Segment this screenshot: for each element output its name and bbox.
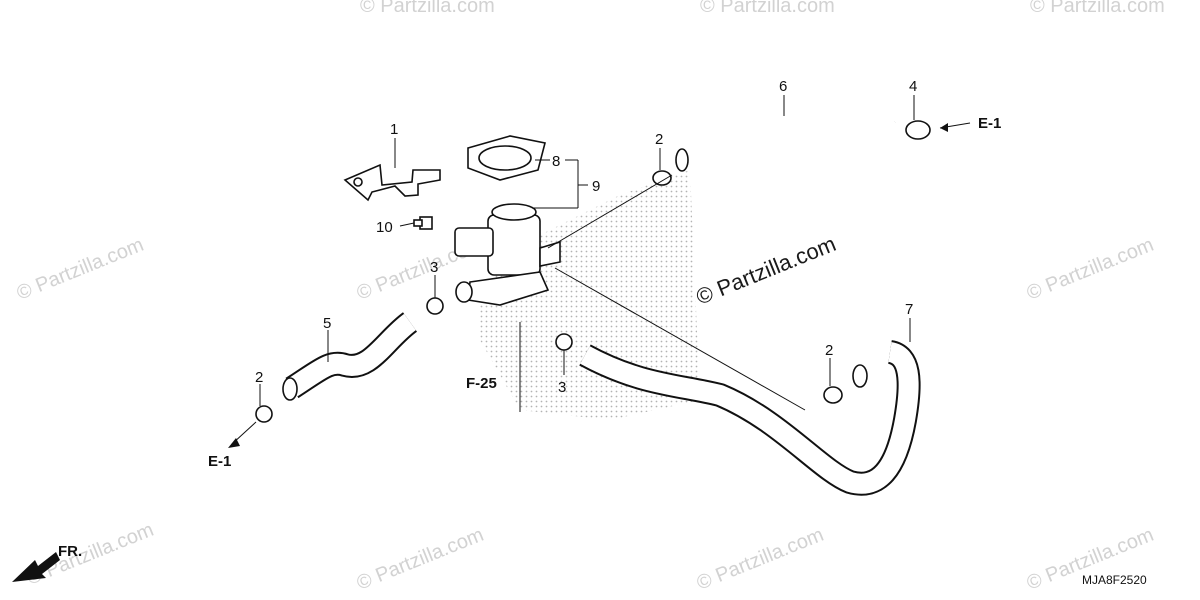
callout-8[interactable]: 8	[552, 153, 560, 170]
ref-e1-bottom[interactable]: E-1	[208, 453, 231, 470]
callout-10[interactable]: 10	[376, 219, 393, 236]
callout-4[interactable]: 4	[909, 78, 917, 95]
callout-6[interactable]: 6	[779, 78, 787, 95]
stipple-shading	[480, 170, 700, 420]
arrow-head	[228, 438, 240, 448]
watermark-tile: © Partzilla.com	[694, 524, 827, 595]
watermark-tile: © Partzilla.com	[700, 0, 835, 17]
callout-2[interactable]: 2	[655, 131, 663, 148]
hose-fill	[286, 313, 417, 397]
diagram-code: MJA8F2520	[1082, 573, 1147, 587]
watermark-tile: © Partzilla.com	[360, 0, 495, 17]
watermark-tile: © Partzilla.com	[1030, 0, 1165, 17]
part-clip[interactable]	[905, 120, 931, 140]
part-bracket[interactable]	[343, 163, 441, 202]
callout-3[interactable]: 3	[558, 379, 566, 396]
callout-5[interactable]: 5	[323, 315, 331, 332]
part-air-injection-valve[interactable]	[454, 203, 561, 306]
hose-end	[282, 377, 298, 401]
watermark-tile: © Partzilla.com	[354, 524, 487, 595]
part-clip-2[interactable]	[255, 405, 273, 423]
part-clip-2[interactable]	[823, 386, 843, 404]
callout-2[interactable]: 2	[255, 369, 263, 386]
ref-e1-top[interactable]: E-1	[978, 115, 1001, 132]
watermark-main: © Partzilla.com	[693, 231, 840, 310]
hose-end	[852, 364, 868, 388]
callout-1[interactable]: 1	[390, 121, 398, 138]
part-bolt[interactable]	[413, 216, 433, 230]
callout-7[interactable]: 7	[905, 301, 913, 318]
front-label: FR.	[58, 543, 82, 560]
watermark-tile: © Partzilla.com	[14, 234, 147, 305]
hose-fill	[580, 342, 919, 494]
hose-fill	[675, 107, 898, 169]
assembly-line	[554, 267, 806, 411]
part-clip-3[interactable]	[426, 297, 444, 315]
watermark-tile: © Partzilla.com	[1024, 234, 1157, 305]
leader-line	[399, 222, 415, 227]
front-arrow	[12, 552, 60, 582]
callout-2[interactable]: 2	[825, 342, 833, 359]
part-clip-2[interactable]	[652, 170, 672, 186]
part-mounting-rubber[interactable]	[467, 135, 546, 181]
ref-f25[interactable]: F-25	[466, 375, 497, 392]
arrow-head	[940, 123, 948, 132]
callout-3[interactable]: 3	[430, 259, 438, 276]
watermark-tile: © Partzilla.com	[24, 519, 157, 590]
assembly-line	[547, 174, 673, 249]
callout-9[interactable]: 9	[592, 178, 600, 195]
hose-end	[675, 148, 689, 172]
part-clip-3[interactable]	[555, 333, 573, 351]
